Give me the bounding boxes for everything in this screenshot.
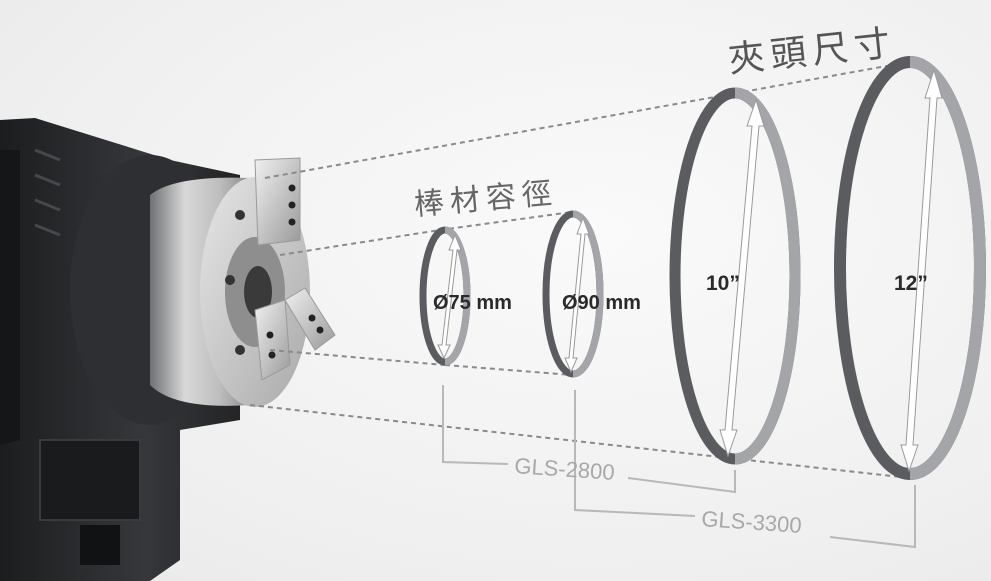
guide-line-chuck-bottom <box>249 404 911 479</box>
ring-10inch <box>669 87 801 465</box>
chuck-jaw-bottom <box>254 299 291 381</box>
bar-capacity-title: 棒材容徑 <box>413 176 560 223</box>
lathe-chuck <box>150 157 336 407</box>
bracket-gls2800-left <box>442 385 509 465</box>
arrow-90mm <box>564 216 590 374</box>
bracket-gls3300-right <box>829 485 916 549</box>
model-label-gls2800: GLS-2800 <box>514 453 616 485</box>
guide-line-bar-bottom <box>269 349 446 366</box>
ring-label-10inch: 10” <box>706 272 740 295</box>
guide-lines <box>249 59 921 479</box>
ring-12inch <box>834 56 986 480</box>
model-label-gls3300: GLS-3300 <box>701 506 803 538</box>
arrow-12inch <box>900 68 943 473</box>
guide-line-chuck-top <box>264 59 921 179</box>
bracket-gls3300-left <box>574 390 696 517</box>
arrow-10inch <box>719 98 765 458</box>
ring-label-75mm: Ø75 mm <box>433 292 512 314</box>
chuck-jaw-top <box>254 157 301 246</box>
ring-label-90mm: Ø90 mm <box>562 292 641 314</box>
diameter-arrows <box>437 68 943 473</box>
bracket-gls2800-right <box>627 470 736 494</box>
model-brackets <box>442 385 916 549</box>
ring-label-12inch: 12” <box>894 272 928 295</box>
arrow-75mm <box>437 233 462 360</box>
chuck-size-title: 夾頭尺寸 <box>727 23 898 81</box>
